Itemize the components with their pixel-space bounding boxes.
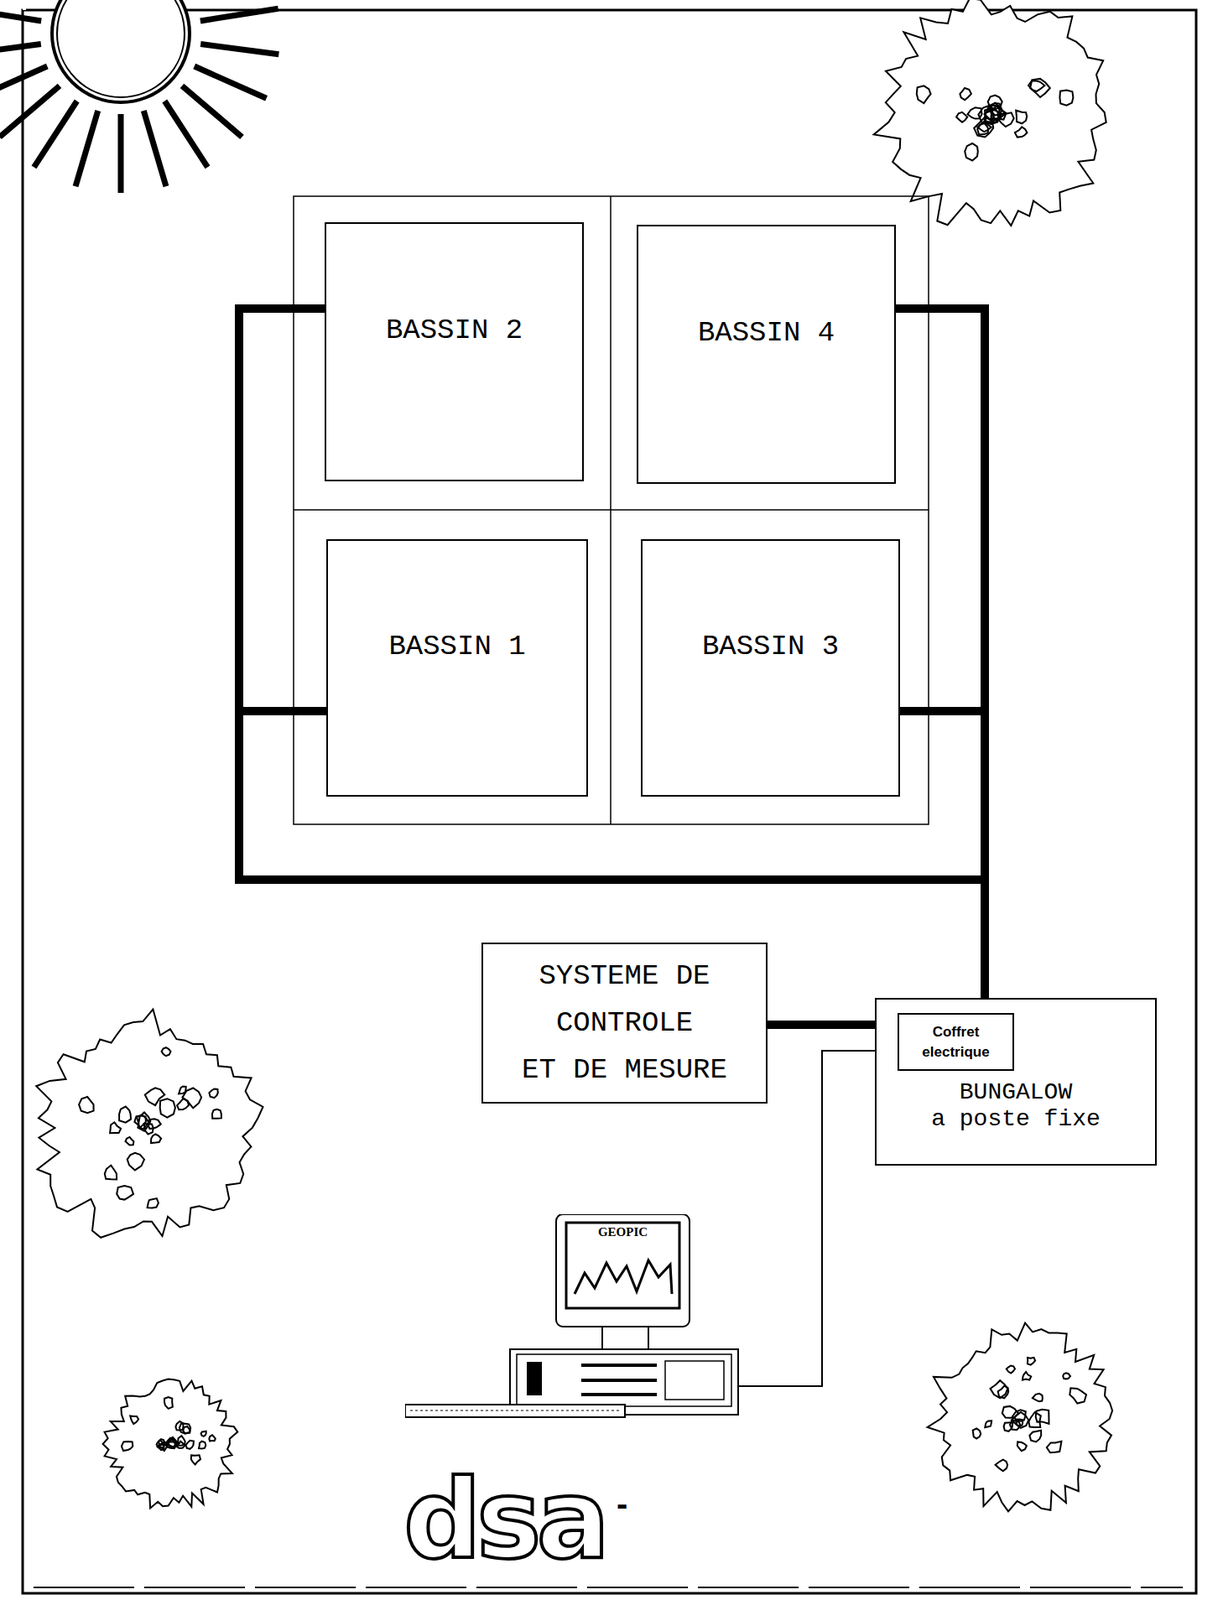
node-label: BASSIN 4 xyxy=(697,316,835,351)
tree-symbols xyxy=(36,0,1113,1512)
node-label: BUNGALOW a poste fixe xyxy=(931,1079,1101,1134)
logo-text: dsa xyxy=(403,1461,605,1579)
node-label: BASSIN 2 xyxy=(385,313,523,349)
basin-enclosure xyxy=(293,196,929,825)
computer-drawing xyxy=(405,1214,740,1420)
bottom-rule xyxy=(33,1587,1183,1589)
node-label: BASSIN 1 xyxy=(388,629,526,665)
node-label: SYSTEME DE CONTROLE ET DE MESURE xyxy=(521,952,728,1094)
logo-dash: - xyxy=(616,1483,628,1525)
node-label: BASSIN 3 xyxy=(702,629,839,665)
electrical-box: Coffret electrique xyxy=(897,1013,1015,1072)
basin-box: BASSIN 4 xyxy=(636,224,896,484)
power-cable xyxy=(900,711,985,1014)
building-box: SYSTEME DE CONTROLE ET DE MESURE xyxy=(481,942,768,1104)
building-box: BUNGALOW a poste fixe Coffret electrique xyxy=(874,998,1157,1166)
basin-box: BASSIN 1 xyxy=(326,539,589,797)
screen-title: GEOPIC xyxy=(567,1225,678,1240)
basin-box: BASSIN 3 xyxy=(640,539,901,797)
power-cable xyxy=(895,308,985,1014)
basin-box: BASSIN 2 xyxy=(324,222,584,482)
node-label: Coffret electrique xyxy=(921,1022,989,1063)
sun-symbol xyxy=(0,0,279,193)
computer-node: GEOPIC xyxy=(405,1214,740,1420)
page-frame xyxy=(22,10,1197,1594)
